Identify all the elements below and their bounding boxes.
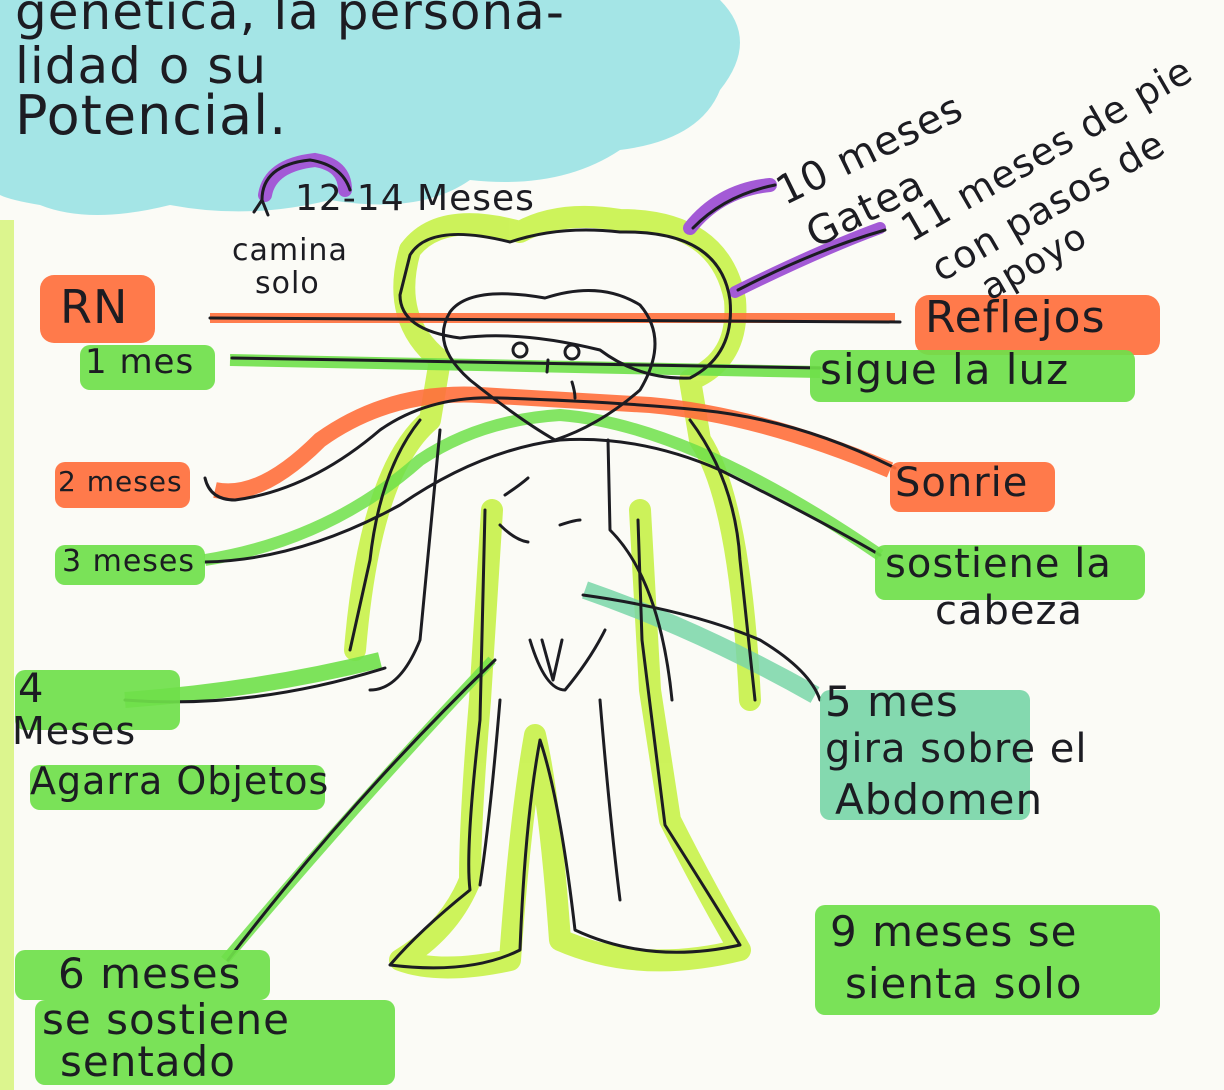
m9-text-2: sienta solo (845, 962, 1083, 1006)
m6-label: 6 meses (58, 952, 241, 996)
m6-text-1: se sostiene (42, 998, 290, 1042)
m9-text-1: 9 meses se (830, 910, 1078, 954)
m4-label-1: 4 (18, 668, 44, 710)
m4-text: Agarra Objetos (30, 762, 329, 802)
walk-text-2: solo (255, 268, 320, 300)
rn-label: RN (60, 283, 128, 331)
header-line-1: genetica, la persona- (15, 0, 565, 39)
m5-label: 5 mes (825, 680, 959, 724)
left-edge-wash (0, 220, 14, 1090)
m3-text-2: cabeza (935, 590, 1083, 632)
rn-text: Reflejos (925, 295, 1106, 341)
figure-glow (355, 217, 750, 968)
m1-label: 1 mes (85, 345, 194, 381)
m5-text-1: gira sobre el (825, 728, 1088, 770)
walk-text-1: camina (232, 235, 348, 267)
walk-months: 12-14 Meses (295, 180, 535, 218)
m6-text-2: sentado (60, 1040, 236, 1084)
m3-text-1: sostiene la (885, 543, 1112, 585)
m1-text: sigue la luz (820, 348, 1069, 392)
m2-orange-curve (215, 395, 890, 492)
m2-text: Sonrie (895, 462, 1028, 504)
m2-label: 2 meses (58, 467, 183, 496)
m3-label: 3 meses (62, 546, 195, 578)
m5-text-2: Abdomen (835, 778, 1043, 822)
purple-crawl-line (690, 185, 770, 228)
m4-label-2: Meses (12, 712, 136, 752)
header-line-3: Potencial. (15, 88, 287, 145)
m5-teal-line (585, 590, 815, 695)
